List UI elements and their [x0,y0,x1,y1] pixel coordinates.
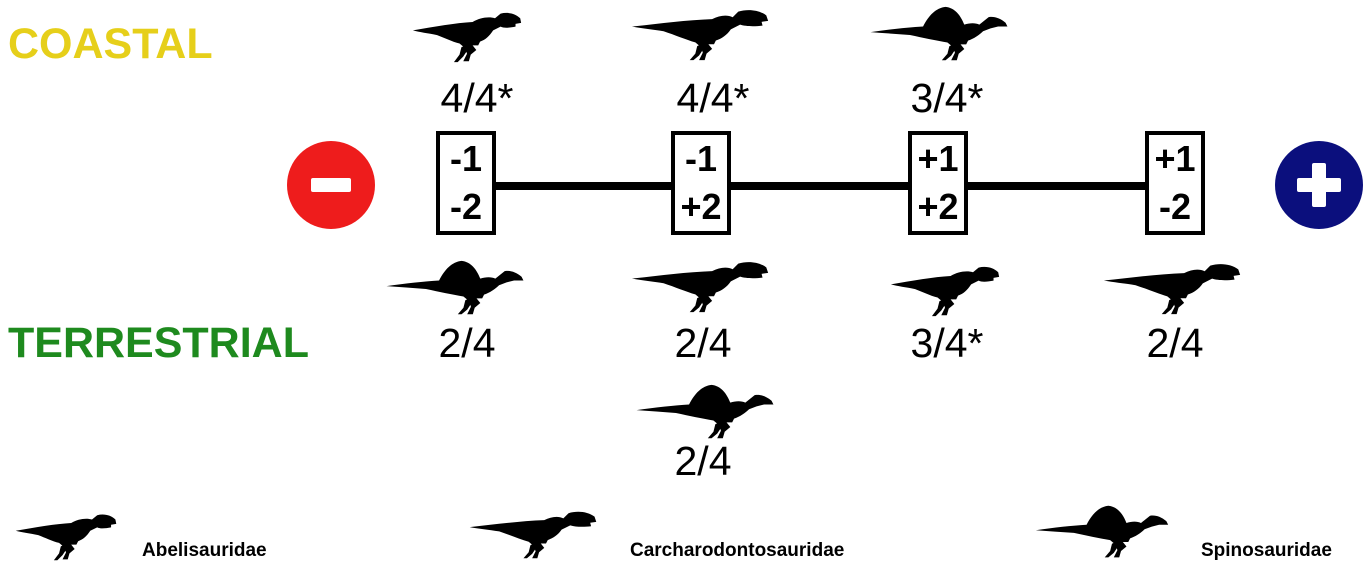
index-box-group-1: -1 -2 [436,131,496,235]
terrestrial-carcharodontosaurid-silhouette-icon [625,258,775,314]
terrestrial-carcharodontosaurid-silhouette-icon [1097,260,1247,316]
abelisaurid-silhouette-icon [6,510,126,562]
minus-bar [311,178,351,192]
index-top-value: +1 [917,138,959,179]
index-bottom-value: -2 [449,186,482,227]
plus-bar-vertical [1312,163,1326,207]
minus-pole [287,141,375,229]
index-bottom-value: +2 [680,186,722,227]
index-box-group-3: +1 +2 [908,131,968,235]
index-bottom-value: +2 [917,186,959,227]
index-bottom-value: -2 [1158,186,1191,227]
terrestrial-abelisaurid-silhouette-icon [885,262,1005,318]
carcharodontosaurid-silhouette-icon [458,508,608,560]
axis-line [470,182,1180,190]
index-top-value: +1 [1154,138,1196,179]
coastal-score-group-1: 4/4* [440,75,514,121]
legend-label-carcharodontosauridae: Carcharodontosauridae [630,540,845,561]
coastal-score-group-3: 3/4* [910,75,984,121]
legend-label-spinosauridae: Spinosauridae [1201,540,1332,561]
terrestrial-score-group-3: 3/4* [910,320,984,366]
spinosaurid-silhouette-icon [1027,503,1177,561]
coastal-label: COASTAL [8,20,213,68]
index-box-group-2: -1 +2 [671,131,731,235]
index-box-group-4: +1 -2 [1145,131,1205,235]
terrestrial-label: TERRESTRIAL [8,319,309,367]
legend-label-abelisauridae: Abelisauridae [142,540,267,561]
terrestrial-score-group-4: 2/4 [1146,320,1204,366]
index-top-value: -1 [449,138,482,179]
coastal-carcharodontosaurid-silhouette-icon [625,6,775,62]
coastal-abelisaurid-silhouette-icon [407,8,527,64]
coastal-spinosaurid-silhouette-icon [864,4,1014,64]
terrestrial-score-group-2: 2/4 [674,320,732,366]
index-top-value: -1 [684,138,717,179]
plus-icon [1275,141,1363,229]
terrestrial-spinosaurid-silhouette-icon [630,382,780,442]
terrestrial-score-group-2-secondary: 2/4 [674,438,732,484]
plus-pole [1275,141,1363,229]
coastal-score-group-2: 4/4* [676,75,750,121]
terrestrial-score-group-1: 2/4 [438,320,496,366]
minus-icon [287,141,375,229]
terrestrial-spinosaurid-silhouette-icon [380,258,530,318]
